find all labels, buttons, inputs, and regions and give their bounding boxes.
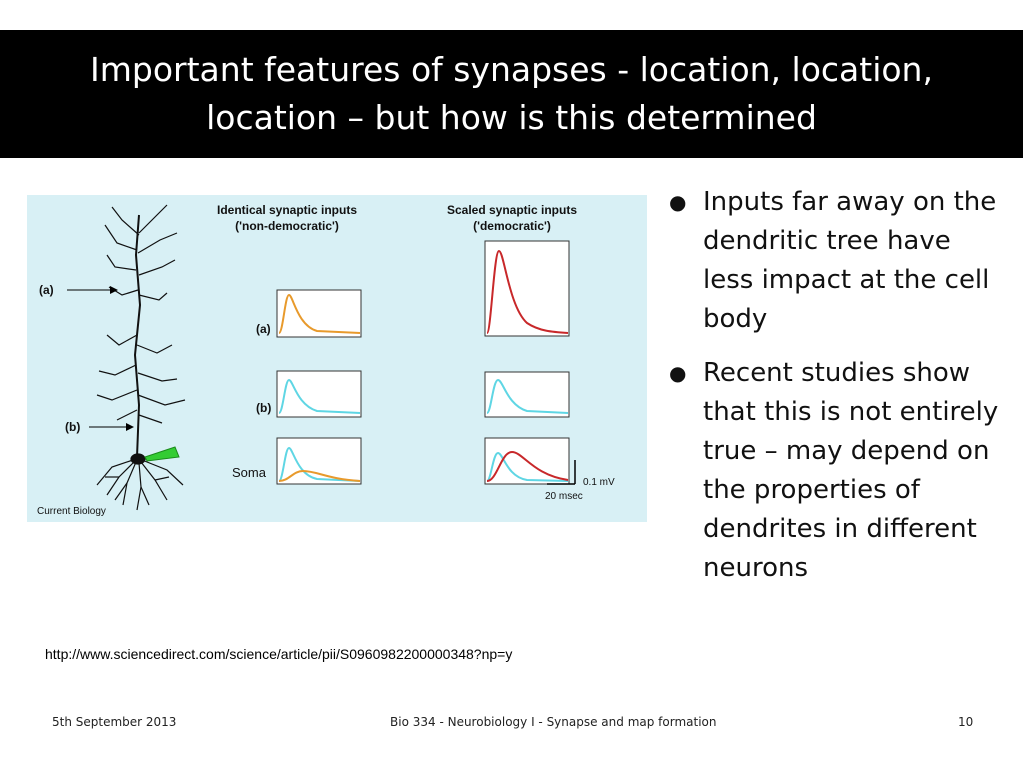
panel-left-soma [276,437,362,485]
panel-left-b [276,370,362,418]
footer-course: Bio 334 - Neurobiology I - Synapse and m… [390,715,717,729]
figure-source: Current Biology [37,506,106,517]
slide-title-line-1: Important features of synapses - locatio… [90,50,933,89]
right-header-line-2: ('democratic') [473,219,551,233]
neuron-label-b: (b) [65,420,80,434]
bullet-item: ● Recent studies show that this is not e… [664,354,1009,588]
slide-title-line-2: location – but how is this determined [206,98,817,137]
panel-right-soma [484,437,570,485]
bullet-dot-icon: ● [669,361,687,385]
bullet-list: ● Inputs far away on the dendritic tree … [664,183,1009,603]
left-header-line-1: Identical synaptic inputs [217,203,357,217]
neuron-drawing [96,204,186,511]
reference-link[interactable]: http://www.sciencedirect.com/science/art… [45,646,513,662]
bullet-dot-icon: ● [669,190,687,214]
bullet-text: Recent studies show that this is not ent… [703,358,999,583]
scale-time-label: 20 msec [545,491,583,502]
panel-left-a [276,289,362,338]
title-bar: Important features of synapses - locatio… [0,30,1023,158]
row-label-a: (a) [256,322,271,336]
left-header-line-2: ('non-democratic') [235,219,339,233]
figure-canvas: (a) (b) Current Biology Identical synapt… [37,203,615,517]
bullet-text: Inputs far away on the dendritic tree ha… [703,187,997,334]
row-label-b: (b) [256,401,271,415]
footer-date: 5th September 2013 [52,715,177,729]
neuron-label-a: (a) [39,283,54,297]
row-label-soma: Soma [232,465,267,480]
panel-right-a [484,240,570,337]
bullet-item: ● Inputs far away on the dendritic tree … [664,183,1009,339]
panel-right-b [484,371,570,418]
scale-amplitude-label: 0.1 mV [583,477,615,488]
synaptic-inputs-figure: (a) (b) Current Biology Identical synapt… [27,195,647,522]
scale-bar [547,460,576,485]
footer-page-number: 10 [958,715,974,729]
recording-electrode [144,446,180,462]
right-header-line-1: Scaled synaptic inputs [447,203,577,217]
